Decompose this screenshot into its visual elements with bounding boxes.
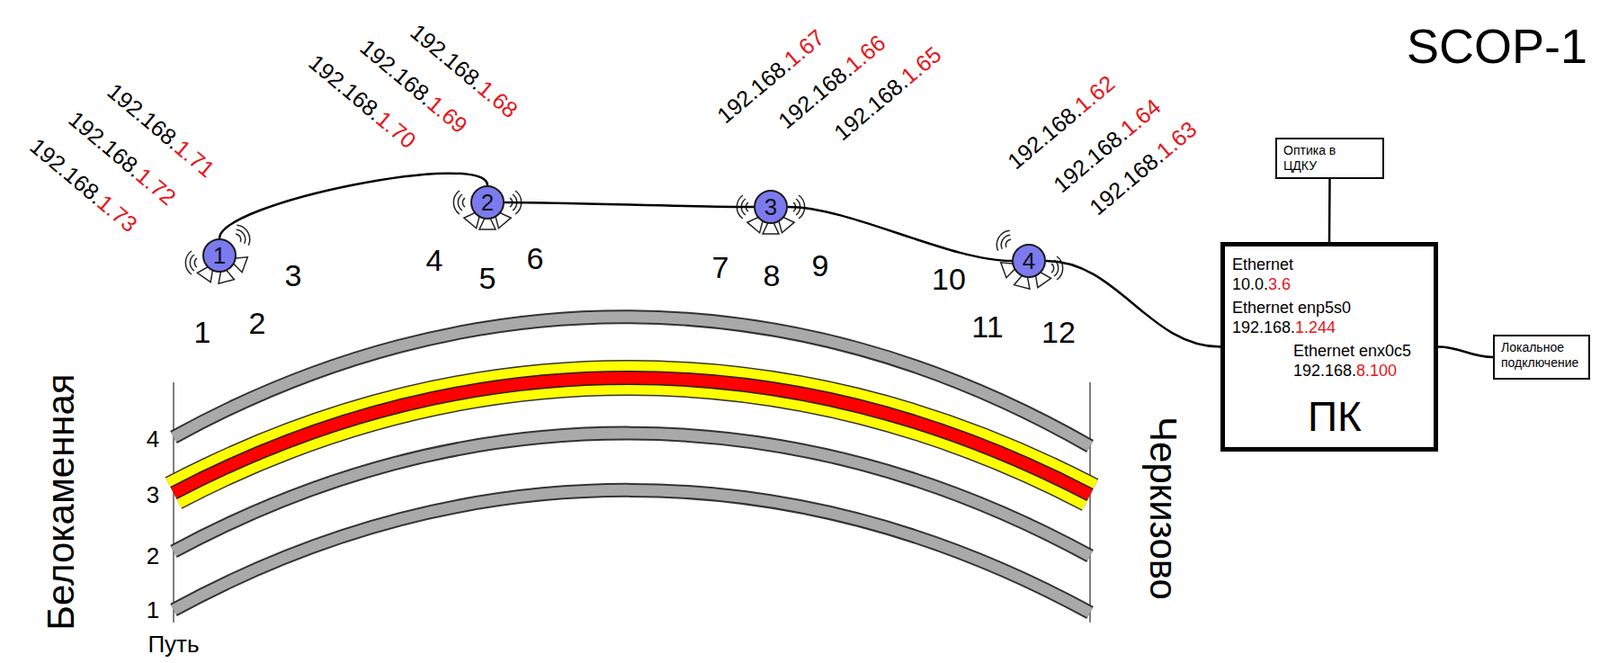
station-line: [172, 382, 175, 623]
camera-group: [185, 222, 254, 284]
camera-number: 1: [194, 316, 212, 348]
camera-number: 8: [763, 259, 781, 291]
node-circle: 3: [753, 189, 788, 224]
camera-group: [992, 227, 1064, 289]
camera-number: 2: [249, 307, 267, 339]
node-text: 2: [481, 190, 494, 215]
track-number: 3: [146, 482, 160, 507]
interface-text: Ethernet enx0c5 192.168.8.100: [1293, 341, 1412, 381]
node-text: 1: [213, 243, 226, 268]
track-1: [173, 490, 1091, 613]
node-text: 4: [1022, 249, 1036, 273]
interface-name: Ethernet: [1232, 255, 1294, 276]
ip-network-part: 192.168.: [1232, 318, 1296, 337]
interface-text: Ethernet 10.0.3.6: [1232, 255, 1294, 295]
node-text: 3: [764, 195, 778, 219]
cable-connector: [219, 173, 488, 239]
ip-address: 192.168.1.244: [1232, 318, 1351, 339]
track-axis-label: Путь: [147, 632, 199, 656]
camera-number: 5: [479, 262, 497, 294]
camera-number: 3: [285, 259, 303, 291]
ip-network-part: 10.0.: [1232, 275, 1269, 294]
node-circle: 2: [470, 185, 505, 220]
camera-group: [736, 195, 805, 234]
cable-connector: [1438, 347, 1493, 358]
cable-connector: [1328, 178, 1332, 242]
node-circle: 4: [1011, 243, 1046, 278]
fiber-box: Оптика в ЦДКУ: [1275, 137, 1385, 179]
node-text: Оптика в ЦДКУ: [1283, 143, 1354, 174]
ip-host-part: 3.6: [1268, 275, 1291, 294]
local-connection-box: Локальное подключение: [1492, 334, 1591, 380]
ip-address: 10.0.3.6: [1232, 275, 1294, 295]
interface-name: Ethernet enx0c5: [1293, 341, 1412, 362]
cable-connector: [504, 202, 754, 207]
interface-name: Ethernet enp5s0: [1232, 298, 1351, 319]
diagram-title: SCOP-1: [1406, 21, 1588, 71]
node-circle: 1: [202, 238, 237, 273]
ip-address: 192.168.8.100: [1293, 361, 1412, 382]
node-text: Локальное подключение: [1501, 339, 1584, 371]
camera-number: 11: [971, 311, 1003, 342]
camera-number: 4: [426, 244, 444, 276]
ip-host-part: 1.244: [1295, 318, 1336, 337]
camera-group: [453, 190, 521, 230]
pc-box: Ethernet 10.0.3.6Ethernet enp5s0 192.168…: [1220, 241, 1439, 452]
station-name: Белокаменная: [42, 373, 81, 630]
station-line: [1089, 382, 1091, 623]
camera-number: 10: [931, 263, 966, 295]
station-name: Черкизово: [1144, 416, 1182, 600]
ip-host-part: 8.100: [1356, 361, 1397, 380]
track-number: 1: [146, 598, 160, 622]
track-number: 4: [146, 427, 160, 451]
ip-network-part: 192.168.: [1293, 361, 1357, 380]
camera-number: 12: [1041, 316, 1076, 348]
track-number: 2: [146, 544, 160, 568]
interface-text: Ethernet enp5s0 192.168.1.244: [1232, 298, 1351, 338]
camera-number: 7: [712, 251, 730, 283]
camera-number: 6: [527, 242, 545, 274]
camera-number: 9: [812, 250, 830, 281]
pc-title: ПК: [1307, 392, 1362, 442]
